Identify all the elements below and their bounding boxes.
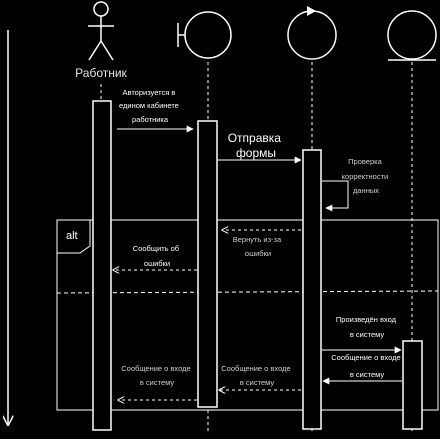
participant-boundary-icon — [177, 11, 232, 59]
messages: Авторизуется в едином кабинете работника… — [113, 88, 402, 400]
participant-actor-label: Работник — [75, 66, 127, 80]
participant-actor-icon — [88, 1, 114, 61]
message-m2-label: Отправка формы — [228, 131, 285, 160]
message-m4-label: Вернуть из-за ошибки — [233, 235, 284, 258]
message-m5-label: Сообщить об ошибки — [133, 244, 181, 268]
message-m1-label: Авторизуется в едином кабинете работника — [119, 88, 181, 124]
message-m8-label: Сообщение о входе в систему — [221, 364, 292, 387]
activation-actor — [92, 100, 112, 431]
message-m3-arrow — [322, 180, 349, 212]
activation-control — [302, 149, 322, 430]
activation-entity — [402, 340, 423, 430]
message-m7-label: Сообщение о входе в систему — [331, 353, 402, 379]
message-m3-label: Проверка корректности данных — [342, 157, 391, 195]
alt-separator — [56, 290, 439, 294]
participant-entity-icon — [387, 10, 437, 61]
message-m9-label: Сообщение о входе в систему — [121, 364, 192, 387]
alt-fragment: alt — [56, 219, 439, 411]
alt-operator-tab — [56, 219, 91, 254]
alt-operator-label: alt — [66, 230, 78, 242]
activations — [92, 100, 423, 431]
activation-boundary — [197, 120, 218, 408]
participant-control-icon — [287, 6, 337, 60]
message-m6-label: Произведён вход в систему — [336, 315, 398, 339]
